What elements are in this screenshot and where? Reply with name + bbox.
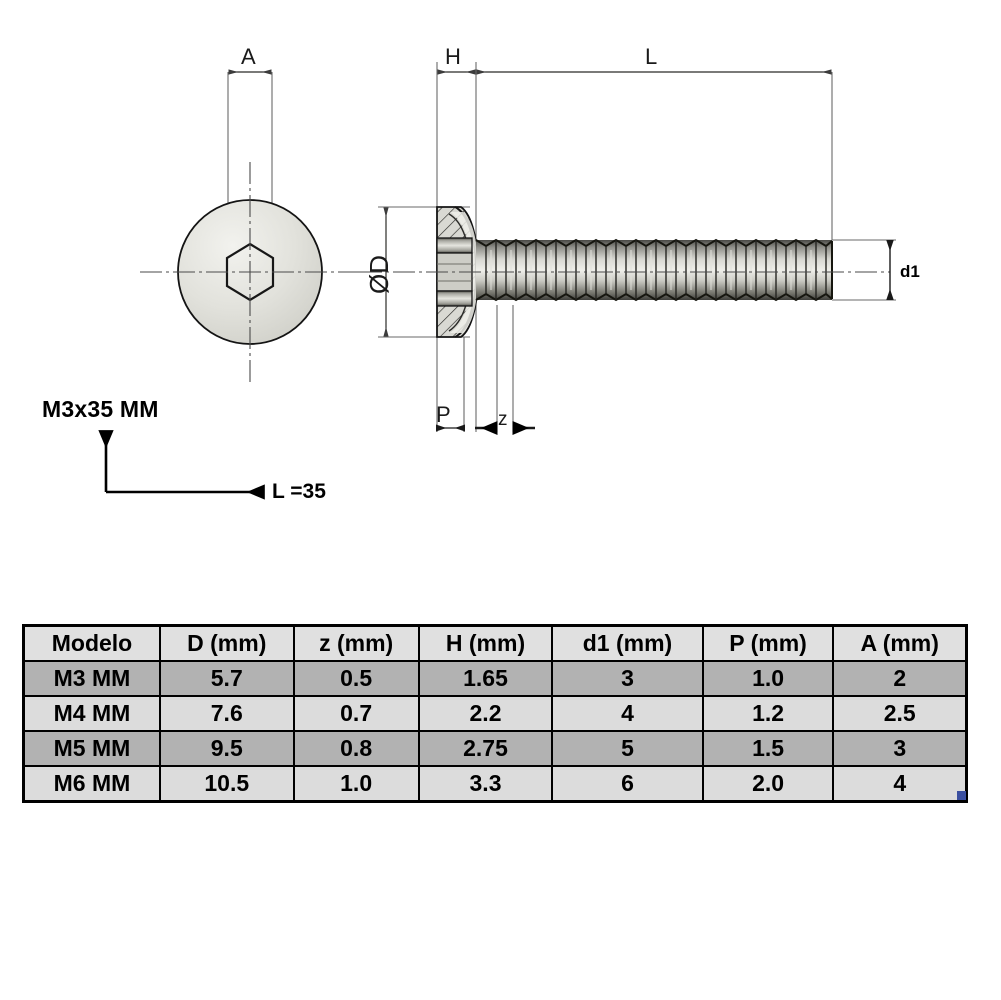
cell-d: 10.5 <box>158 765 295 803</box>
cell-d1: 3 <box>551 660 704 697</box>
cell-z: 0.7 <box>292 695 420 732</box>
cell-model: M5 MM <box>22 730 161 767</box>
cell-h: 1.65 <box>417 660 554 697</box>
cell-a: 2.5 <box>832 695 968 732</box>
screw-head-front-view <box>140 69 360 382</box>
dimension-label-h: H <box>445 44 461 69</box>
dimension-label-l: L <box>645 44 658 69</box>
cell-h: 2.2 <box>417 695 554 732</box>
cell-d: 9.5 <box>158 730 295 767</box>
column-header-p: P (mm) <box>701 624 835 662</box>
table-body: M3 MM 5.7 0.5 1.65 3 1.0 2 M4 MM 7.6 0.7… <box>22 660 968 803</box>
column-header-modelo: Modelo <box>22 624 161 662</box>
cell-p: 1.0 <box>701 660 835 697</box>
dimension-label-od: ØD <box>364 255 394 294</box>
cell-d1: 4 <box>551 695 704 732</box>
socket-band-bottom <box>436 290 473 307</box>
table-corner-handle-marker <box>957 791 966 800</box>
cell-d1: 6 <box>551 765 704 803</box>
cell-model: M4 MM <box>22 695 161 732</box>
cell-p: 2.0 <box>701 765 835 803</box>
dimension-label-z: z <box>498 409 508 430</box>
cell-a: 4 <box>832 765 968 803</box>
cell-d: 5.7 <box>158 660 295 697</box>
cell-model: M6 MM <box>22 765 161 803</box>
column-header-d: D (mm) <box>158 624 295 662</box>
dimension-label-p: P <box>436 402 451 427</box>
cell-a: 3 <box>832 730 968 767</box>
specification-table: Modelo D (mm) z (mm) H (mm) d1 (mm) P (m… <box>22 624 968 803</box>
table-row: M4 MM 7.6 0.7 2.2 4 1.2 2.5 <box>22 695 968 732</box>
cell-z: 0.5 <box>292 660 420 697</box>
cell-p: 1.5 <box>701 730 835 767</box>
table-row: M3 MM 5.7 0.5 1.65 3 1.0 2 <box>22 660 968 697</box>
table-row: M6 MM 10.5 1.0 3.3 6 2.0 4 <box>22 765 968 803</box>
cell-z: 1.0 <box>292 765 420 803</box>
cell-d1: 5 <box>551 730 704 767</box>
column-header-z: z (mm) <box>292 624 420 662</box>
cell-z: 0.8 <box>292 730 420 767</box>
cell-a: 2 <box>832 660 968 697</box>
cell-model: M3 MM <box>22 660 161 697</box>
cell-h: 2.75 <box>417 730 554 767</box>
length-callout-label: L =35 <box>272 480 326 503</box>
part-designation-label: M3x35 MM <box>42 396 159 422</box>
table-header-row: Modelo D (mm) z (mm) H (mm) d1 (mm) P (m… <box>22 624 968 662</box>
part-callout-leader <box>98 430 265 500</box>
column-header-h: H (mm) <box>417 624 554 662</box>
cell-h: 3.3 <box>417 765 554 803</box>
table-row: M5 MM 9.5 0.8 2.75 5 1.5 3 <box>22 730 968 767</box>
screw-side-section-view <box>360 62 896 436</box>
column-header-a: A (mm) <box>832 624 968 662</box>
cell-p: 1.2 <box>701 695 835 732</box>
table-header: Modelo D (mm) z (mm) H (mm) d1 (mm) P (m… <box>22 624 968 662</box>
cell-d: 7.6 <box>158 695 295 732</box>
column-header-d1: d1 (mm) <box>551 624 704 662</box>
dimension-label-d1: d1 <box>900 262 920 281</box>
dimension-label-a: A <box>241 44 256 69</box>
thread-teeth <box>475 238 833 302</box>
